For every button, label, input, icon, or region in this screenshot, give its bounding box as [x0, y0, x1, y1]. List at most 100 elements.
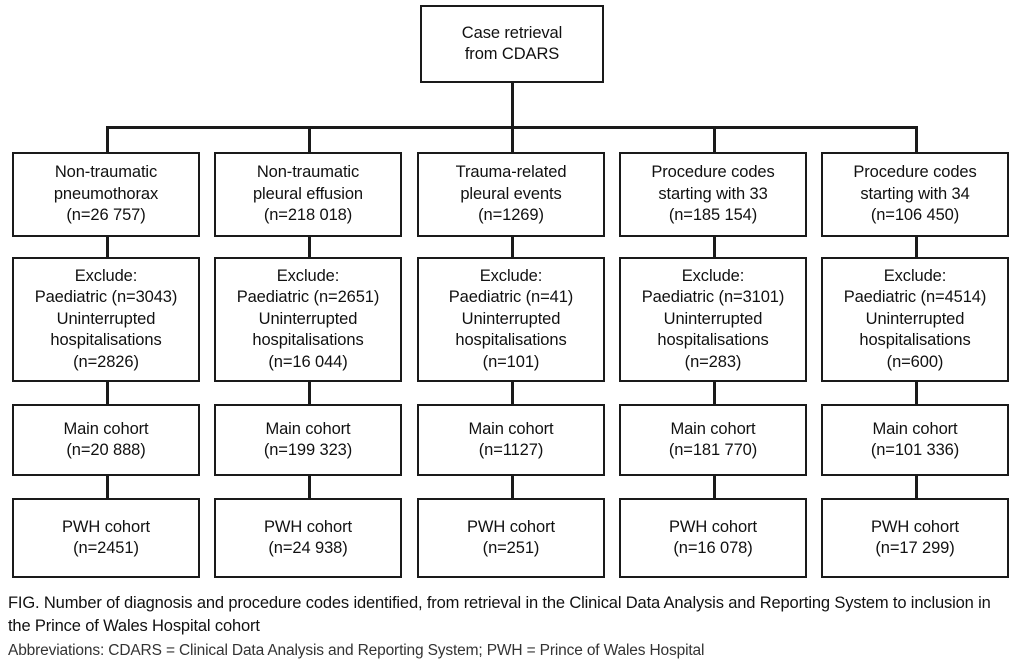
node-line: (n=26 757)	[66, 206, 146, 225]
node-line: (n=1269)	[478, 206, 544, 225]
node-line: Exclude:	[74, 266, 138, 285]
node-line: (n=16 078)	[673, 539, 753, 557]
node-line: (n=600)	[886, 352, 944, 371]
node-line: hospitalisations	[50, 331, 162, 350]
node-line: Uninterrupted	[56, 309, 156, 328]
node-line: Exclude:	[479, 266, 543, 285]
node-line: hospitalisations	[252, 331, 364, 350]
node-line: Main cohort	[63, 419, 149, 438]
node-pwh-cohort-non-traumatic-pneumothorax: PWH cohort (n=2451)	[12, 498, 200, 578]
node-line: (n=20 888)	[66, 441, 146, 459]
node-line: PWH cohort	[62, 517, 150, 536]
node-source-procedure-codes-33: Procedure codes starting with 33 (n=185 …	[619, 152, 807, 237]
figure-caption: FIG. Number of diagnosis and procedure c…	[8, 592, 1008, 661]
node-source-procedure-codes-34: Procedure codes starting with 34 (n=106 …	[821, 152, 1009, 237]
node-line: pleural events	[460, 184, 562, 203]
connector-c3-main-to-pwh	[511, 476, 514, 498]
node-exclude-procedure-codes-34: Exclude: Paediatric (n=4514) Uninterrupt…	[821, 257, 1009, 382]
node-exclude-trauma-related-pleural-events: Exclude: Paediatric (n=41) Uninterrupted…	[417, 257, 605, 382]
node-line: Paediatric (n=41)	[448, 288, 574, 307]
connector-bus-drop-1	[106, 126, 109, 152]
connector-c2-main-to-pwh	[308, 476, 311, 498]
connector-bus-drop-3	[511, 126, 514, 152]
node-line: (n=218 018)	[263, 206, 353, 225]
node-line: from CDARS	[464, 45, 560, 63]
node-pwh-cohort-non-traumatic-pleural-effusion: PWH cohort (n=24 938)	[214, 498, 402, 578]
node-main-cohort-non-traumatic-pneumothorax: Main cohort (n=20 888)	[12, 404, 200, 476]
node-line: PWH cohort	[467, 517, 555, 536]
node-exclude-procedure-codes-33: Exclude: Paediatric (n=3101) Uninterrupt…	[619, 257, 807, 382]
connector-c5-source-to-exclude	[915, 237, 918, 257]
node-line: (n=283)	[684, 352, 742, 371]
caption-main-text: FIG. Number of diagnosis and procedure c…	[8, 594, 991, 635]
node-source-non-traumatic-pneumothorax: Non-traumatic pneumothorax (n=26 757)	[12, 152, 200, 237]
connector-c2-source-to-exclude	[308, 237, 311, 257]
connector-c4-source-to-exclude	[713, 237, 716, 257]
node-line: Paediatric (n=3101)	[641, 288, 785, 307]
node-pwh-cohort-procedure-codes-34: PWH cohort (n=17 299)	[821, 498, 1009, 578]
node-line: (n=17 299)	[875, 539, 955, 557]
node-line: Exclude:	[883, 266, 947, 285]
node-line: Uninterrupted	[865, 309, 965, 328]
connector-bus-drop-5	[915, 126, 918, 152]
node-pwh-cohort-procedure-codes-33: PWH cohort (n=16 078)	[619, 498, 807, 578]
node-case-retrieval: Case retrieval from CDARS	[420, 5, 604, 83]
connector-c4-main-to-pwh	[713, 476, 716, 498]
node-line: hospitalisations	[455, 331, 567, 350]
node-line: Case retrieval	[461, 23, 563, 42]
node-line: Paediatric (n=2651)	[236, 288, 380, 307]
node-line: pneumothorax	[53, 184, 159, 203]
node-line: Non-traumatic	[256, 163, 360, 182]
node-main-cohort-procedure-codes-34: Main cohort (n=101 336)	[821, 404, 1009, 476]
node-line: hospitalisations	[657, 331, 769, 350]
node-line: Trauma-related	[455, 163, 567, 182]
connector-c1-source-to-exclude	[106, 237, 109, 257]
node-line: PWH cohort	[669, 517, 757, 536]
node-line: starting with 33	[658, 184, 768, 203]
node-line: (n=199 323)	[263, 441, 353, 459]
connector-root-stem	[511, 83, 514, 127]
node-source-trauma-related-pleural-events: Trauma-related pleural events (n=1269)	[417, 152, 605, 237]
node-line: Uninterrupted	[461, 309, 561, 328]
node-line: Exclude:	[276, 266, 340, 285]
connector-c1-main-to-pwh	[106, 476, 109, 498]
node-line: Non-traumatic	[54, 163, 158, 182]
node-line: Paediatric (n=4514)	[843, 288, 987, 307]
node-line: Exclude:	[681, 266, 745, 285]
node-line: Main cohort	[265, 419, 351, 438]
node-line: Uninterrupted	[663, 309, 763, 328]
connector-c4-exclude-to-main	[713, 382, 716, 404]
node-line: (n=24 938)	[268, 539, 348, 557]
node-exclude-non-traumatic-pneumothorax: Exclude: Paediatric (n=3043) Uninterrupt…	[12, 257, 200, 382]
connector-c2-exclude-to-main	[308, 382, 311, 404]
connector-c1-exclude-to-main	[106, 382, 109, 404]
node-source-non-traumatic-pleural-effusion: Non-traumatic pleural effusion (n=218 01…	[214, 152, 402, 237]
node-line: Main cohort	[468, 419, 554, 438]
node-line: hospitalisations	[859, 331, 971, 350]
connector-c5-exclude-to-main	[915, 382, 918, 404]
node-line: Main cohort	[872, 419, 958, 438]
node-line: PWH cohort	[871, 517, 959, 536]
caption-abbreviations-text: Abbreviations: CDARS = Clinical Data Ana…	[8, 641, 705, 659]
node-main-cohort-procedure-codes-33: Main cohort (n=181 770)	[619, 404, 807, 476]
node-line: (n=251)	[482, 539, 540, 557]
node-line: Paediatric (n=3043)	[34, 288, 178, 307]
connector-c3-source-to-exclude	[511, 237, 514, 257]
node-line: starting with 34	[860, 184, 970, 203]
connector-c3-exclude-to-main	[511, 382, 514, 404]
node-line: (n=2451)	[73, 539, 139, 557]
node-line: Procedure codes	[651, 163, 775, 182]
node-line: Procedure codes	[853, 163, 977, 182]
connector-c5-main-to-pwh	[915, 476, 918, 498]
node-main-cohort-trauma-related-pleural-events: Main cohort (n=1127)	[417, 404, 605, 476]
node-line: Uninterrupted	[258, 309, 358, 328]
node-line: PWH cohort	[264, 517, 352, 536]
node-pwh-cohort-trauma-related-pleural-events: PWH cohort (n=251)	[417, 498, 605, 578]
node-line: (n=181 770)	[668, 441, 758, 459]
connector-bus-drop-4	[713, 126, 716, 152]
connector-bus-drop-2	[308, 126, 311, 152]
node-line: (n=106 450)	[870, 206, 960, 225]
node-line: pleural effusion	[252, 184, 363, 203]
node-exclude-non-traumatic-pleural-effusion: Exclude: Paediatric (n=2651) Uninterrupt…	[214, 257, 402, 382]
